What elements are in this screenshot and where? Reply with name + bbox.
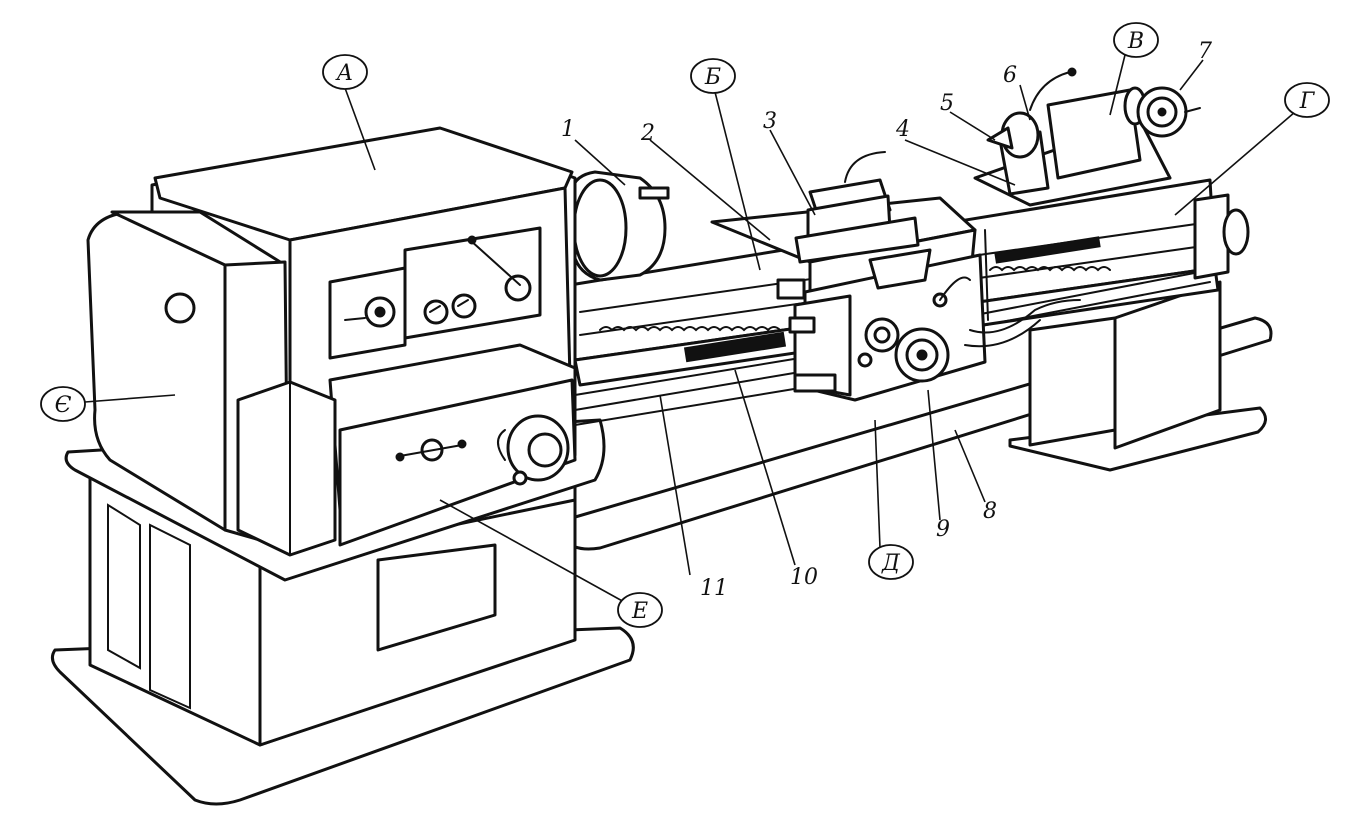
- label-e: Е: [617, 592, 663, 628]
- svg-text:Е: Е: [631, 599, 648, 624]
- number-label-5: 5: [940, 91, 954, 116]
- number-label-8: 8: [983, 499, 997, 524]
- number-label-1: 1: [561, 117, 575, 142]
- number-label-4: 4: [895, 117, 910, 142]
- bed-base: [563, 280, 1273, 551]
- number-label-10: 10: [790, 565, 818, 590]
- number-label-7: 7: [1198, 39, 1212, 64]
- label-ye: Є: [40, 386, 86, 422]
- number-label-2: 2: [640, 121, 655, 146]
- label-b: Б: [690, 58, 736, 94]
- chuck: [570, 170, 670, 282]
- carriage: [710, 151, 1081, 402]
- number-label-3: 3: [763, 109, 777, 134]
- label-a: A: [322, 54, 368, 90]
- number-label-11: 11: [700, 576, 728, 601]
- feed-box: [236, 343, 577, 557]
- number-labels: 1 2 3 4 5 6 7 8 9 10 11: [561, 39, 1212, 601]
- label-v: В: [1113, 22, 1159, 58]
- svg-text:В: В: [1127, 29, 1144, 54]
- svg-text:Є: Є: [55, 393, 72, 418]
- label-g: Г: [1284, 82, 1330, 118]
- number-label-6: 6: [1003, 63, 1017, 88]
- svg-text:Г: Г: [1299, 89, 1316, 114]
- svg-text:Б: Б: [704, 65, 721, 90]
- label-d: Д: [868, 544, 914, 580]
- letter-labels: A Б В Г Д Е Є: [40, 22, 1330, 628]
- svg-text:Д: Д: [881, 551, 901, 576]
- svg-text:A: A: [335, 61, 353, 86]
- leader-lines: [84, 54, 1296, 609]
- tailstock: [973, 67, 1201, 207]
- number-label-9: 9: [936, 517, 950, 542]
